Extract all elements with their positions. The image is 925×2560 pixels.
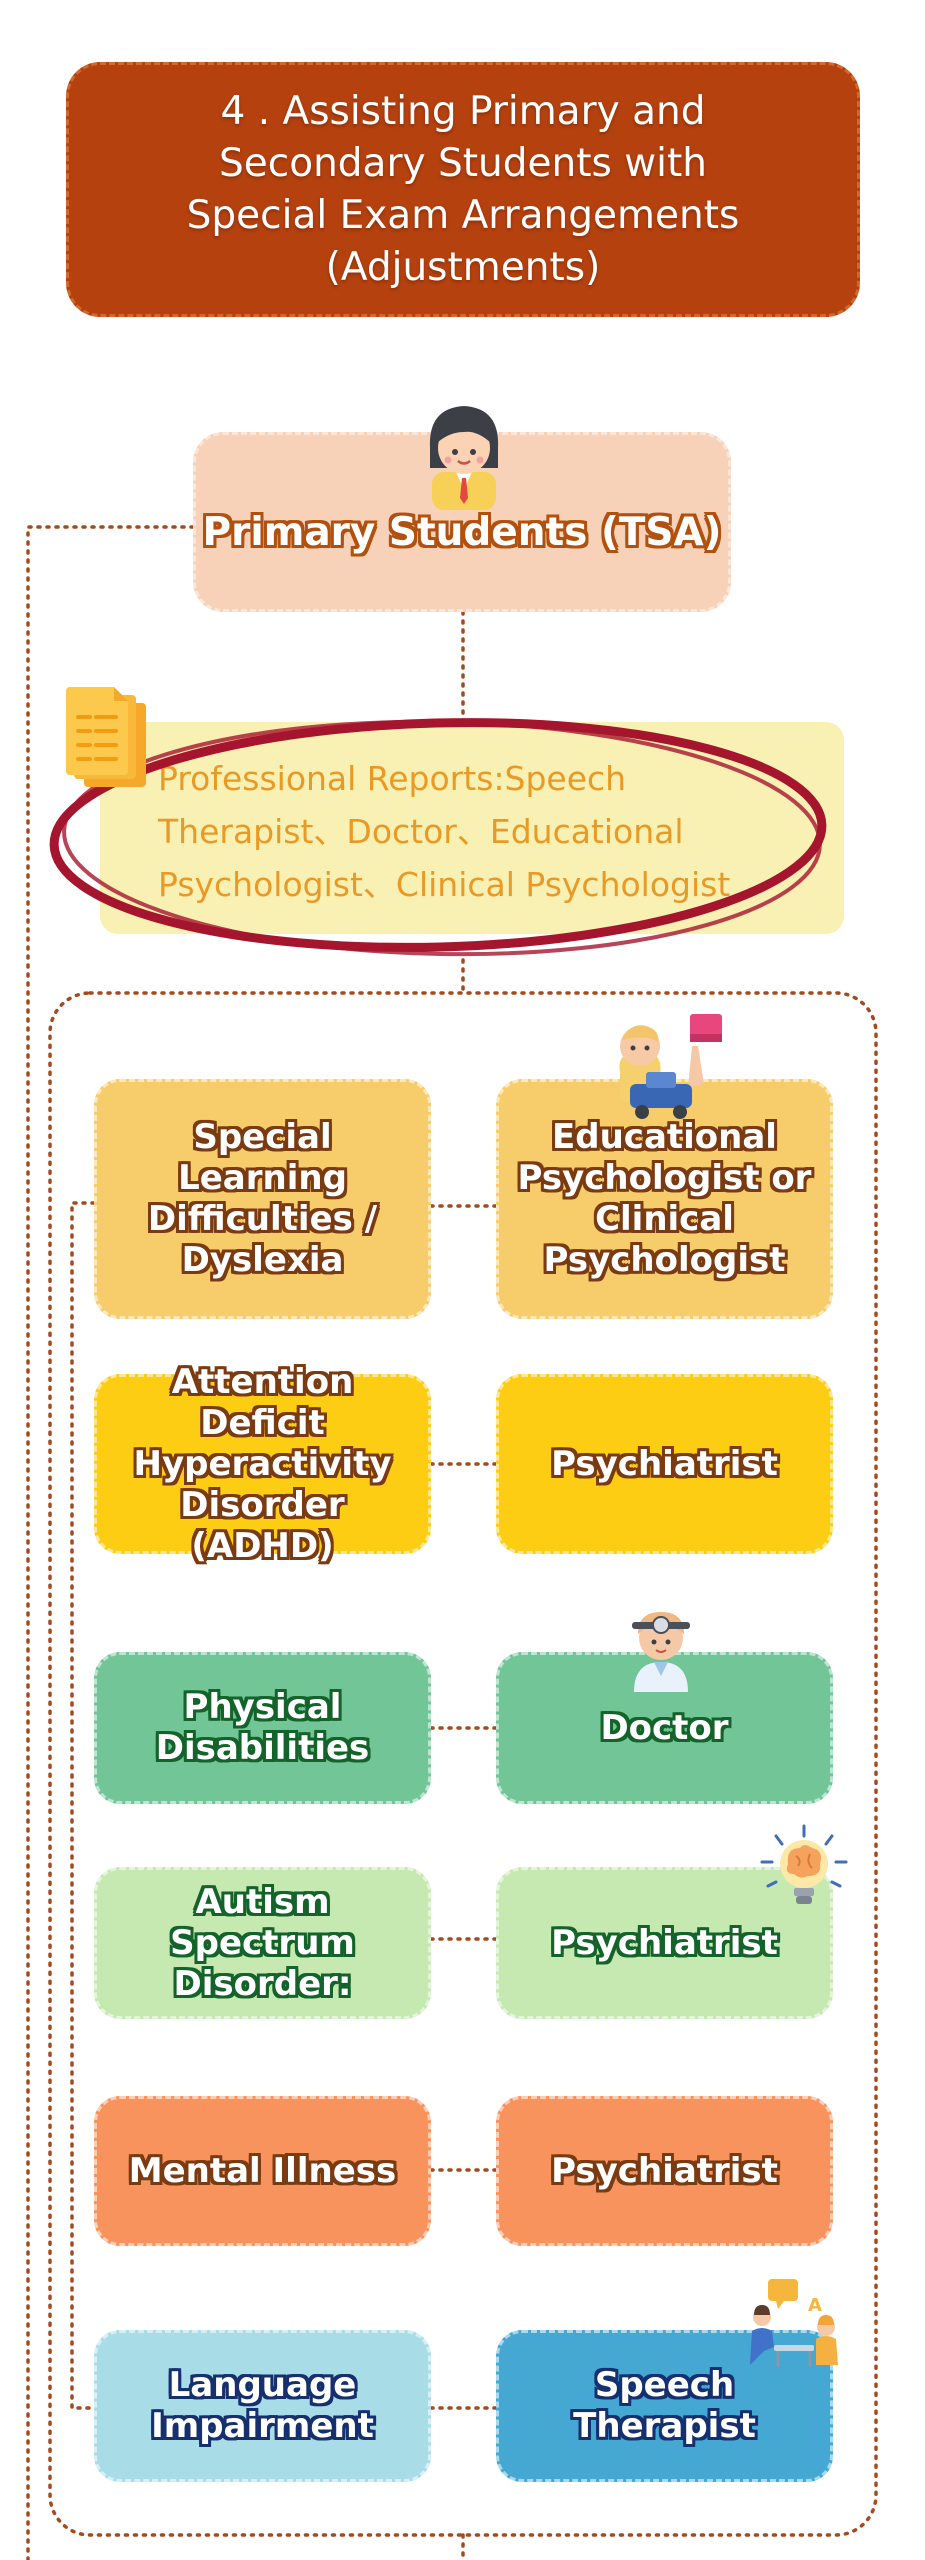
specialist-label: Psychiatrist [551,2150,778,2191]
speech-therapy-icon: A [750,2279,838,2367]
specialist-card-psychiatrist: Psychiatrist [496,1867,833,2019]
specialist-label: Speech Therapist [573,2365,756,2446]
condition-label: Attention Deficit Hyperactivity Disorder… [133,1361,392,1566]
condition-label: Physical Disabilities [155,1687,370,1768]
child-playing-icon [619,1014,722,1119]
specialist-label: Doctor [600,1707,729,1748]
specialist-label: Psychiatrist [551,1922,778,1963]
professional-reports-box [100,722,844,934]
specialist-card-psychiatrist: Psychiatrist [496,1374,833,1554]
condition-label: Language Impairment [151,2365,374,2446]
specialist-card-doctor: Doctor [496,1652,833,1804]
specialist-label: Psychiatrist [551,1443,778,1484]
doctor-icon [632,1612,690,1692]
svg-text:A: A [808,2295,822,2316]
condition-card-autism: Autism Spectrum Disorder: [94,1867,431,2019]
specialist-label: Educational Psychologist or Clinical Psy… [517,1117,812,1280]
highlight-oval [49,718,827,957]
condition-card-dyslexia: Special Learning Difficulties / Dyslexia [94,1079,431,1319]
documents-icon [66,687,146,787]
condition-card-language-impairment: Language Impairment [94,2330,431,2482]
title-box: 4 . Assisting Primary and Secondary Stud… [66,62,860,317]
specialist-card-psychiatrist: Psychiatrist [496,2096,833,2246]
specialist-card-educational-psychologist: Educational Psychologist or Clinical Psy… [496,1079,833,1319]
page-title: 4 . Assisting Primary and Secondary Stud… [186,88,740,290]
condition-label: Special Learning Difficulties / Dyslexia [147,1117,378,1280]
condition-card-physical-disabilities: Physical Disabilities [94,1652,431,1804]
condition-label: Autism Spectrum Disorder: [170,1881,355,2004]
student-girl-icon [429,406,499,510]
professional-reports-text: Professional Reports:Speech Therapist、Do… [158,759,731,904]
condition-card-mental-illness: Mental Illness [94,2096,431,2246]
primary-students-label: Primary Students (TSA) [202,509,722,555]
condition-label: Mental Illness [128,2150,397,2191]
lightbulb-brain-icon [760,1824,848,1904]
condition-card-adhd: Attention Deficit Hyperactivity Disorder… [94,1362,431,1566]
